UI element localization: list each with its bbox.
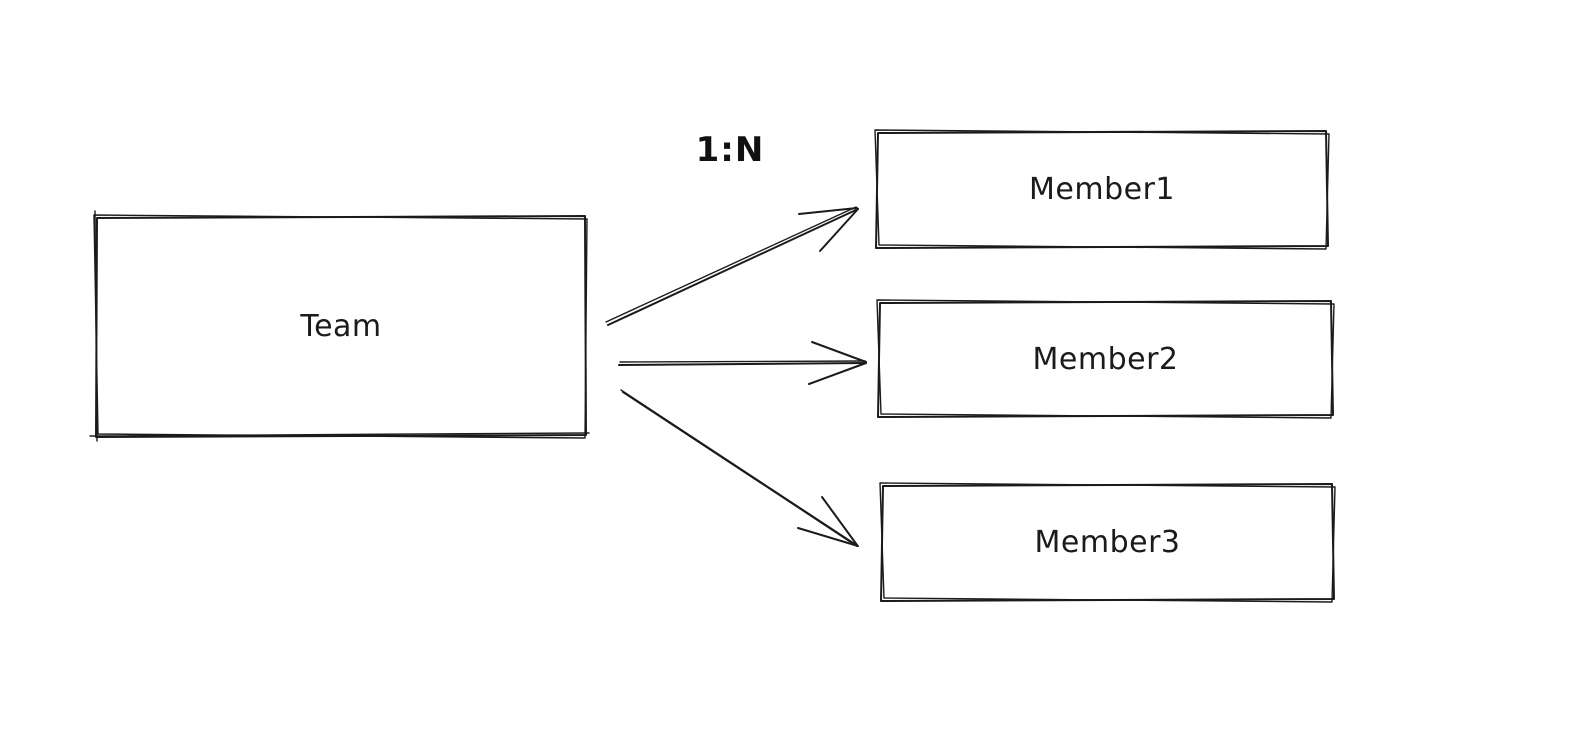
node-team-box	[89, 210, 590, 442]
node-team: Team	[95, 216, 587, 437]
arrow-team-member3	[620, 389, 859, 547]
node-team-label: Team	[300, 309, 382, 344]
arrow-team-member1	[605, 206, 859, 326]
node-member1-label: Member1	[1029, 172, 1175, 207]
node-member1-box	[874, 129, 1330, 250]
edge-cardinality-label: 1:N	[695, 130, 765, 170]
node-member1: Member1	[876, 131, 1328, 248]
arrow-team-member2	[618, 341, 867, 385]
node-member3: Member3	[881, 484, 1334, 601]
node-member3-label: Member3	[1034, 525, 1181, 560]
node-member2-label: Member2	[1032, 341, 1179, 377]
node-member2-box	[876, 299, 1335, 419]
node-member3-box	[879, 482, 1336, 603]
node-member2: Member2	[878, 301, 1333, 417]
